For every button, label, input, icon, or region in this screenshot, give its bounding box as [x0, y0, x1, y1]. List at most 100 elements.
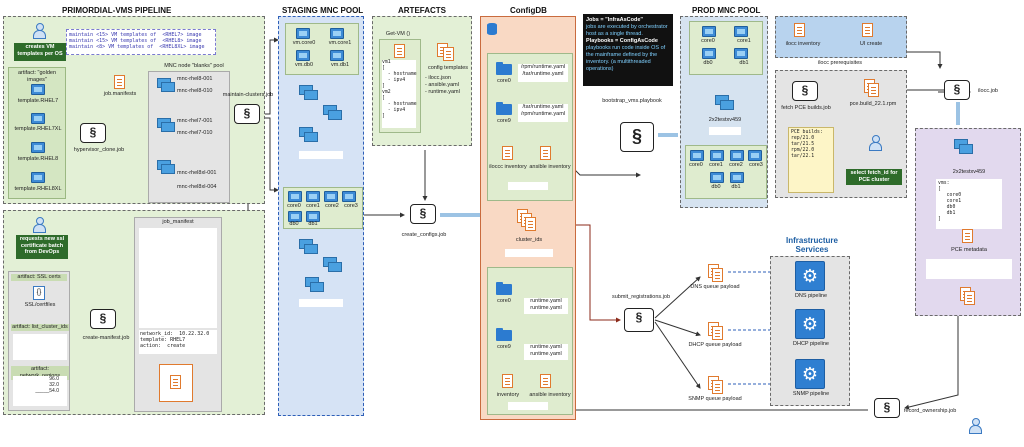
vm-icon: [306, 191, 320, 202]
vm-icon: [330, 50, 344, 61]
template-rhel8xl: template.RHEL8XL: [14, 186, 62, 192]
node-label: core3: [344, 203, 358, 209]
vms-line: db0: [938, 205, 956, 210]
prod-cluster-label: 2x2testxv459: [708, 117, 742, 123]
folder-icon: [496, 328, 512, 341]
maintain-clusters-job-label: maintain-clusters.job: [222, 92, 274, 98]
vm-icon: [306, 211, 320, 222]
fetch-panel: § fetch PCE builds.job pce.build_22.1.rp…: [775, 70, 907, 198]
vm-list-text: vm1 [ - hostname - ipv4 ] vm2 [ - hostna…: [382, 60, 417, 128]
vm-icon: [730, 172, 744, 183]
vm-stack-icon: [323, 105, 343, 121]
node-label: core0: [287, 203, 301, 209]
submit-registrations-icon[interactable]: §: [624, 308, 654, 332]
node-label: db0: [711, 184, 721, 190]
vm-icon: [342, 191, 356, 202]
node-label: db1: [731, 184, 741, 190]
create-configs-job-label: create_configs.job: [401, 232, 447, 238]
template-rhel7xl: template.RHEL7XL: [14, 126, 62, 132]
vm-line: [: [382, 66, 385, 71]
node-label: core1: [306, 203, 320, 209]
cluster-ids-icon: [525, 217, 536, 231]
vm-icon: [296, 28, 310, 39]
submit-registrations-label: submit_registrations.job: [611, 294, 671, 300]
mnc-node-icon: [157, 118, 177, 134]
vms-line: db1: [938, 211, 956, 216]
network-regions-card: 96.0 32.0 _____54.0: [13, 376, 67, 406]
vm-icon: [702, 48, 716, 59]
config-node-name: core0: [497, 78, 511, 84]
bootstrap-playbook-icon[interactable]: §: [620, 122, 654, 152]
hypervisor-job-icon[interactable]: §: [80, 123, 106, 143]
vm-icon: [288, 211, 302, 222]
vm-line: - ipv4: [382, 108, 406, 113]
job-manifests-label: job.manifests: [103, 91, 137, 97]
dns-pipeline-label: DNS pipeline: [794, 293, 828, 299]
job-manifest-label: job_manifest: [162, 219, 194, 225]
template-rhel7xl-icon: [31, 113, 45, 124]
snmp-pipeline-label: SNMP pipeline: [792, 391, 830, 397]
config-node-name: core9: [497, 118, 511, 124]
database-icon: [487, 23, 497, 35]
vms-line: core1: [938, 199, 962, 204]
maintain-templates-box: maintain <15> VM templates of <RHEL7> im…: [66, 29, 216, 55]
note-line: Playbooks = ConfigAsCode: [586, 38, 658, 44]
note-line: jobs are executed by orchestrator host a…: [586, 24, 668, 37]
manifest-doc-icon: [170, 375, 181, 389]
fetch-pce-job-icon[interactable]: §: [792, 81, 818, 101]
vm-icon: [748, 150, 762, 161]
pce-builds-title: PCE builds:: [791, 130, 823, 135]
artifact-golden-label: artifact: "golden images": [17, 70, 57, 83]
create-manifest-job-label: create-manifest.job: [82, 335, 130, 341]
vms-line: vms:: [938, 181, 950, 186]
create-manifest-job-icon[interactable]: §: [90, 309, 116, 329]
vm-icon: [710, 172, 724, 183]
vm-stack-icon: [323, 257, 343, 273]
inventory-label: iloccc inventory: [489, 164, 527, 170]
snmp-payload-icon: [712, 380, 723, 394]
config-file: - runtime.yaml: [425, 89, 460, 95]
template-rhel8-icon: [31, 142, 45, 153]
configdb-group-2: core0 runtime.yaml runtime.yaml core9 ru…: [487, 267, 573, 415]
ui-create-icon: [862, 23, 873, 37]
artifacts-box: artifact: SSL certs {} SSL/certfiles art…: [8, 271, 70, 411]
record-ownership-icon[interactable]: §: [874, 398, 900, 418]
pce-build: tar/21.5: [791, 142, 815, 147]
config-node-name: core9: [497, 344, 511, 350]
gear-icon: ⚙: [795, 359, 825, 389]
node-label: core1: [709, 162, 723, 168]
person-icon: [32, 23, 46, 39]
config-node-files: runtime.yaml runtime.yaml: [524, 298, 568, 314]
staging-header: STAGING MNC POOL: [282, 6, 364, 15]
template-rhel7-icon: [31, 84, 45, 95]
node-label: core2: [729, 162, 743, 168]
primordial-header: PRIMORDIAL-VMS PIPELINE: [62, 6, 172, 15]
vm-doc-icon: [394, 44, 405, 58]
ilocc-job-icon[interactable]: §: [944, 80, 970, 100]
maintain-clusters-job-icon[interactable]: §: [234, 104, 260, 124]
pce-metadata-label: PCE metadata: [951, 247, 987, 253]
vm-label: vm.db0: [294, 62, 314, 68]
get-vm-label: Get-VM (): [385, 31, 411, 37]
requests-ssl-label: requests new ssl certificate batch from …: [16, 235, 68, 259]
artefacts-panel: Get-VM () vm1 [ - hostname - ipv4 ] vm2 …: [372, 16, 472, 146]
vm-label: vm.db1: [330, 62, 350, 68]
staging-panel: vm.core0 vm.core1 vm.db0 vm.db1 core0 co…: [278, 16, 364, 416]
vm-icon: [324, 191, 338, 202]
vm-icon: [296, 50, 310, 61]
vm-line: vm1: [382, 60, 391, 65]
vm-icon: [710, 150, 724, 161]
ilocc-inventory-label: ilocc inventory: [785, 41, 821, 47]
ilocc-job-label: ilocc.job: [978, 88, 998, 94]
vm-line: ]: [382, 114, 385, 119]
folder-icon: [496, 62, 512, 75]
vm-label: vm.core0: [292, 40, 316, 46]
mnc-node-icon: [157, 160, 177, 176]
vms-line: core0: [938, 193, 962, 198]
create-configs-job-icon[interactable]: §: [410, 204, 436, 224]
snmp-payload-label: SNMP queue payload: [688, 396, 742, 402]
pce-builds-card: PCE builds: rep/21.0 tar/21.5 rpm/22.0 t…: [788, 127, 834, 193]
metadata-blank: [926, 259, 1012, 279]
mnc-node-label: mnc-rhel8xl-001: [177, 170, 217, 176]
maintain-line: maintain <15> VM templates of <RHEL7> im…: [69, 32, 202, 38]
